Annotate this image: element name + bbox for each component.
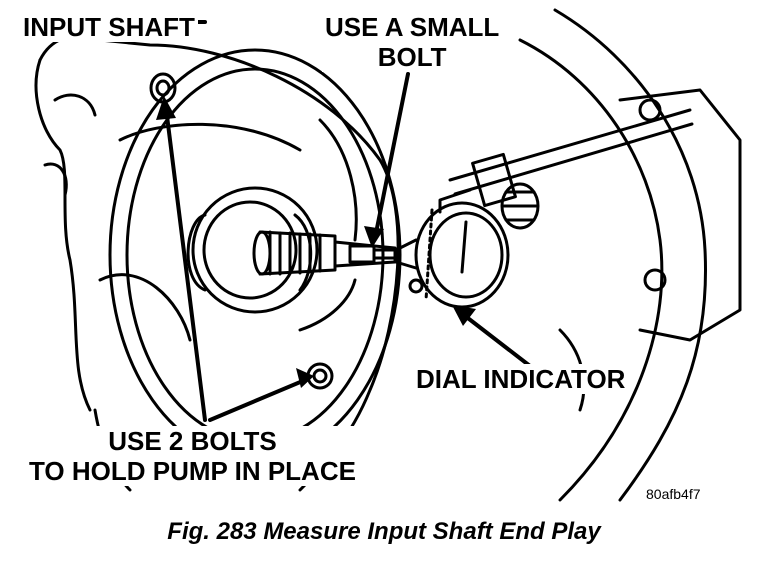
arrowhead-small-bolt: [364, 226, 384, 248]
oil-pump-body: [98, 48, 402, 462]
arrowhead-bolt-bottom: [296, 368, 314, 388]
small-bolt-label-line2: BOLT: [377, 42, 447, 72]
use-bolts-label: USE 2 BOLTS TO HOLD PUMP IN PLACE: [26, 426, 359, 486]
small-bolt-label-line1: USE A SMALL: [325, 12, 500, 42]
small-bolt-label: USE A SMALL BOLT: [322, 12, 503, 72]
use-bolts-label-line1: USE 2 BOLTS: [108, 426, 277, 456]
dial-indicator-label-text: DIAL INDICATOR: [416, 364, 626, 394]
leader-bolt-top: [164, 106, 207, 422]
bell-housing: [518, 8, 742, 502]
transmission-case: [34, 34, 400, 492]
arrowhead-dial-indicator: [452, 305, 476, 326]
dial-indicator: [394, 201, 510, 309]
clamp-knob: [500, 182, 540, 230]
image-code: 80afb4f7: [644, 486, 703, 502]
figure-caption: Fig. 283 Measure Input Shaft End Play: [167, 518, 601, 545]
leader-small-bolt: [373, 72, 410, 240]
use-bolts-label-line2: TO HOLD PUMP IN PLACE: [29, 456, 356, 486]
leader-dial-indicator: [458, 310, 532, 368]
input-shaft-label: INPUT SHAFT: [20, 12, 198, 42]
leader-bolt-bottom: [208, 378, 307, 422]
indicator-support-rod: [438, 108, 694, 214]
pump-hub: [186, 186, 319, 314]
input-shaft-label-text: INPUT SHAFT: [23, 12, 195, 42]
arrowhead-bolt-top: [156, 96, 176, 120]
dial-indicator-label: DIAL INDICATOR: [413, 364, 629, 394]
